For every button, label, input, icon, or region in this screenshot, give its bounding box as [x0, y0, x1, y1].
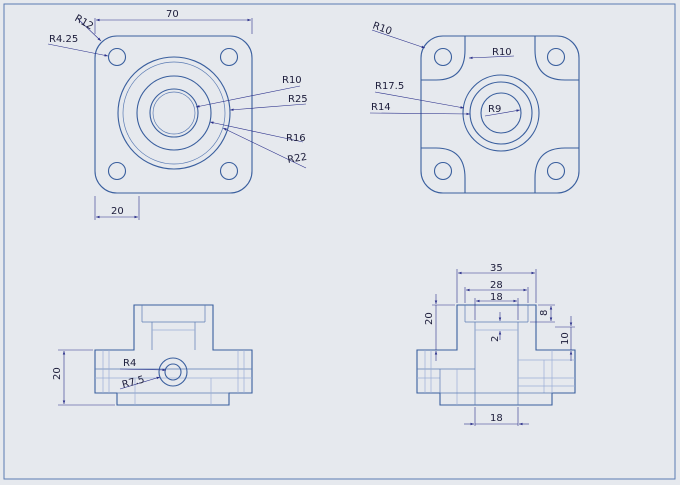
top-right-view: R10 R10 R17.5 R14 R9 — [369, 20, 580, 194]
leader-r10 — [195, 85, 301, 108]
label-r14: R14 — [371, 102, 391, 113]
bore-inner-circle — [152, 91, 196, 135]
bore-right — [480, 92, 522, 134]
leader-r16 — [209, 121, 304, 143]
leader-r7-5 — [119, 376, 161, 390]
label-18-bottom: 18 — [490, 413, 503, 424]
label-r12: R12 — [73, 13, 96, 32]
label-r10: R10 — [282, 75, 302, 86]
label-r16: R16 — [286, 133, 306, 144]
front-elevation-outline — [94, 304, 253, 406]
side-hole-inner — [164, 363, 182, 381]
label-8: 8 — [539, 310, 550, 316]
label-20-top: 20 — [111, 206, 124, 217]
label-r17-5: R17.5 — [375, 81, 404, 92]
leader-r12 — [77, 18, 102, 42]
base-plate-outline-right — [420, 35, 580, 194]
label-r7-5: R7.5 — [121, 374, 146, 391]
leader-r10-corner — [371, 29, 426, 49]
mount-hole-right-bl — [433, 161, 453, 181]
label-10: 10 — [560, 332, 571, 345]
label-r4: R4 — [123, 358, 136, 369]
base-plate-outline — [94, 35, 253, 194]
bottom-right-view: 35 28 18 20 8 2 10 — [416, 263, 576, 426]
raised-block-fillets — [421, 36, 579, 193]
leader-r14 — [369, 112, 471, 116]
mount-hole-tl — [107, 47, 127, 67]
label-20-left: 20 — [52, 367, 63, 380]
boss-outer-circle — [117, 56, 231, 170]
label-r25: R25 — [288, 94, 308, 105]
label-20-right: 20 — [424, 312, 435, 325]
leader-r4-25 — [47, 43, 109, 57]
leader-r10-fillet — [468, 55, 515, 60]
bottom-left-view: 20 R4 R7.5 — [52, 304, 253, 406]
leader-r9 — [484, 109, 521, 117]
mount-hole-right-br — [546, 161, 566, 181]
label-r10-corner: R10 — [371, 20, 393, 37]
mount-hole-right-tr — [546, 47, 566, 67]
label-r4-25: R4.25 — [49, 34, 78, 45]
label-28: 28 — [490, 280, 503, 291]
leader-r4 — [119, 368, 167, 372]
label-35: 35 — [490, 263, 503, 274]
label-r10-fillet: R10 — [492, 47, 512, 58]
boss-inner-right — [469, 81, 533, 145]
label-2: 2 — [490, 336, 501, 342]
label-18-top: 18 — [490, 292, 503, 303]
mount-hole-tr — [219, 47, 239, 67]
mount-hole-br — [219, 161, 239, 181]
leader-r17-5 — [374, 91, 465, 109]
side-hole-outer — [158, 357, 188, 387]
boss-ring-circle — [122, 61, 226, 165]
sheet-border — [3, 3, 676, 480]
mount-hole-right-tl — [433, 47, 453, 67]
label-70: 70 — [166, 9, 179, 20]
leader-r25 — [229, 103, 307, 111]
boss-step-circle — [136, 75, 212, 151]
label-r22: R22 — [287, 152, 308, 166]
bore-outer-circle — [149, 88, 199, 138]
mount-hole-bl — [107, 161, 127, 181]
leader-r22 — [222, 127, 307, 169]
top-left-view: 70 R12 R4.25 R10 R25 R16 R22 20 — [47, 9, 308, 220]
label-r9: R9 — [488, 104, 501, 115]
boss-outer-right — [462, 74, 540, 152]
